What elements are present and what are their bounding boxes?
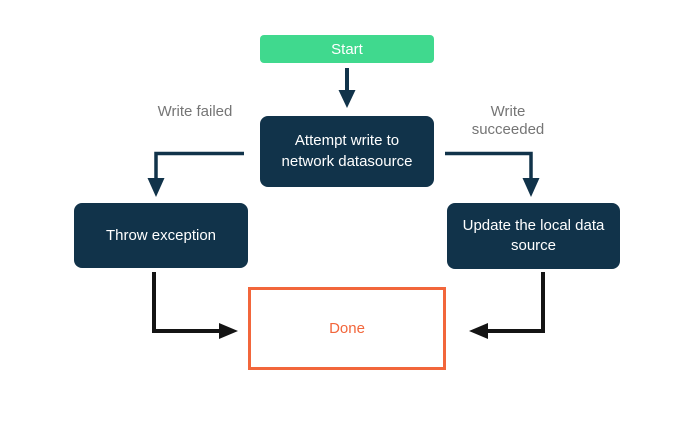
node-update-local-data: Update the local data source [447, 203, 620, 269]
node-throw-exception: Throw exception [74, 203, 248, 268]
edge-label-write-succeeded: Write succeeded [471, 103, 545, 139]
node-throw-exception-label: Throw exception [105, 227, 217, 244]
node-done: Done [248, 287, 446, 370]
arrow-start-to-attempt [338, 68, 356, 108]
node-start: Start [260, 35, 434, 63]
node-attempt-write-label: Attempt write to network datasource [281, 132, 413, 170]
node-start-label: Start [331, 40, 363, 58]
arrow-attempt-to-throw [147, 151, 244, 197]
arrow-attempt-to-update [445, 151, 540, 197]
arrow-throw-to-done [152, 272, 238, 339]
arrow-update-to-done [469, 272, 545, 339]
node-attempt-write: Attempt write to network datasource [260, 116, 434, 187]
node-update-local-data-label: Update the local data source [462, 216, 605, 254]
edge-label-write-failed: Write failed [157, 103, 233, 120]
node-done-label: Done [329, 320, 365, 337]
